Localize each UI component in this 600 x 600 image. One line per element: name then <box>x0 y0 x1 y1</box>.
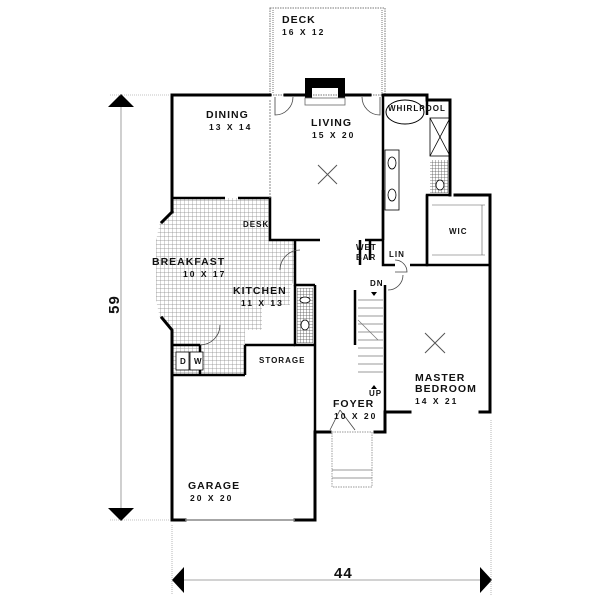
dining-size: 13 X 14 <box>209 122 253 132</box>
linen-closet-label: LIN <box>389 250 405 259</box>
dimension-depth <box>108 94 172 521</box>
dining-label: DINING <box>206 109 249 121</box>
garage-size: 20 X 20 <box>190 493 234 503</box>
breakfast-kitchen-tile <box>156 198 295 375</box>
overall-width-label: 44 <box>334 565 353 582</box>
deck-size: 16 X 12 <box>282 27 326 37</box>
toilet-icon <box>300 319 310 331</box>
down-arrow-icon <box>371 292 377 296</box>
wic-label: WIC <box>449 227 468 236</box>
washer-label: W <box>194 357 203 366</box>
living-label: LIVING <box>311 117 353 129</box>
vanity-sinks-icon <box>384 149 400 211</box>
kitchen-label: KITCHEN <box>233 285 287 297</box>
stairs-down-label: DN <box>370 279 384 288</box>
master-bedroom-size: 14 X 21 <box>415 396 459 406</box>
wet-bar-label-bottom: BAR <box>356 253 377 262</box>
dimension-width <box>171 420 492 595</box>
sink-icon <box>299 296 311 304</box>
desk-label: DESK <box>243 220 270 229</box>
washer-dryer <box>175 351 204 371</box>
foyer-label: FOYER <box>333 398 375 410</box>
deck-label: DECK <box>282 14 316 26</box>
stairs-up-label: UP <box>369 389 383 398</box>
half-bath-floor <box>297 288 313 343</box>
door-swings <box>199 96 408 431</box>
overall-depth-label: 59 <box>105 295 123 314</box>
whirlpool-label: WHIRLPOOL <box>388 104 446 113</box>
wet-bar-label-top: WET <box>356 243 377 252</box>
staircase <box>357 299 383 373</box>
dryer-label: D <box>180 357 187 366</box>
toilet-icon <box>435 179 445 191</box>
fireplace-icon <box>304 78 346 106</box>
kitchen-size: 11 X 13 <box>241 298 284 308</box>
ceiling-fan-icon <box>424 332 446 354</box>
storage-label: STORAGE <box>259 356 306 365</box>
master-bedroom-label-2: BEDROOM <box>415 383 477 395</box>
deck-outline <box>269 7 386 96</box>
foyer-size: 10 X 20 <box>334 411 378 421</box>
ceiling-fan-icon <box>317 164 338 185</box>
master-bedroom-label-1: MASTER <box>415 372 466 384</box>
shower-icon <box>429 117 451 157</box>
breakfast-label: BREAKFAST <box>152 256 226 268</box>
living-size: 15 X 20 <box>312 130 356 140</box>
front-steps <box>331 431 373 488</box>
breakfast-size: 10 X 17 <box>183 269 227 279</box>
up-arrow-icon <box>371 385 377 389</box>
closet-shelves <box>432 204 485 256</box>
whirlpool-tub-icon <box>385 99 425 125</box>
garage-label: GARAGE <box>188 480 241 492</box>
